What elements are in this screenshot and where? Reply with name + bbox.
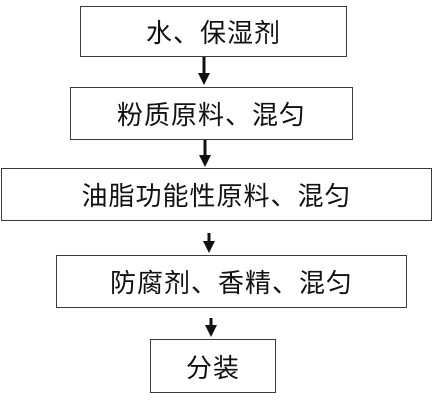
step-4-box: 防腐剂、香精、混匀 — [56, 255, 407, 308]
step-3-box: 油脂功能性原料、混匀 — [1, 168, 432, 221]
step-5-label: 分装 — [185, 353, 240, 384]
step-2-label: 粉质原料、混匀 — [116, 101, 306, 131]
step-3-label: 油脂功能性原料、混匀 — [81, 182, 352, 212]
step-2-box: 粉质原料、混匀 — [70, 87, 353, 140]
step-4-label: 防腐剂、香精、混匀 — [109, 269, 353, 299]
step-5-box: 分装 — [150, 339, 276, 393]
step-1-box: 水、保湿剂 — [80, 6, 347, 57]
step-1-label: 水、保湿剂 — [145, 19, 281, 49]
